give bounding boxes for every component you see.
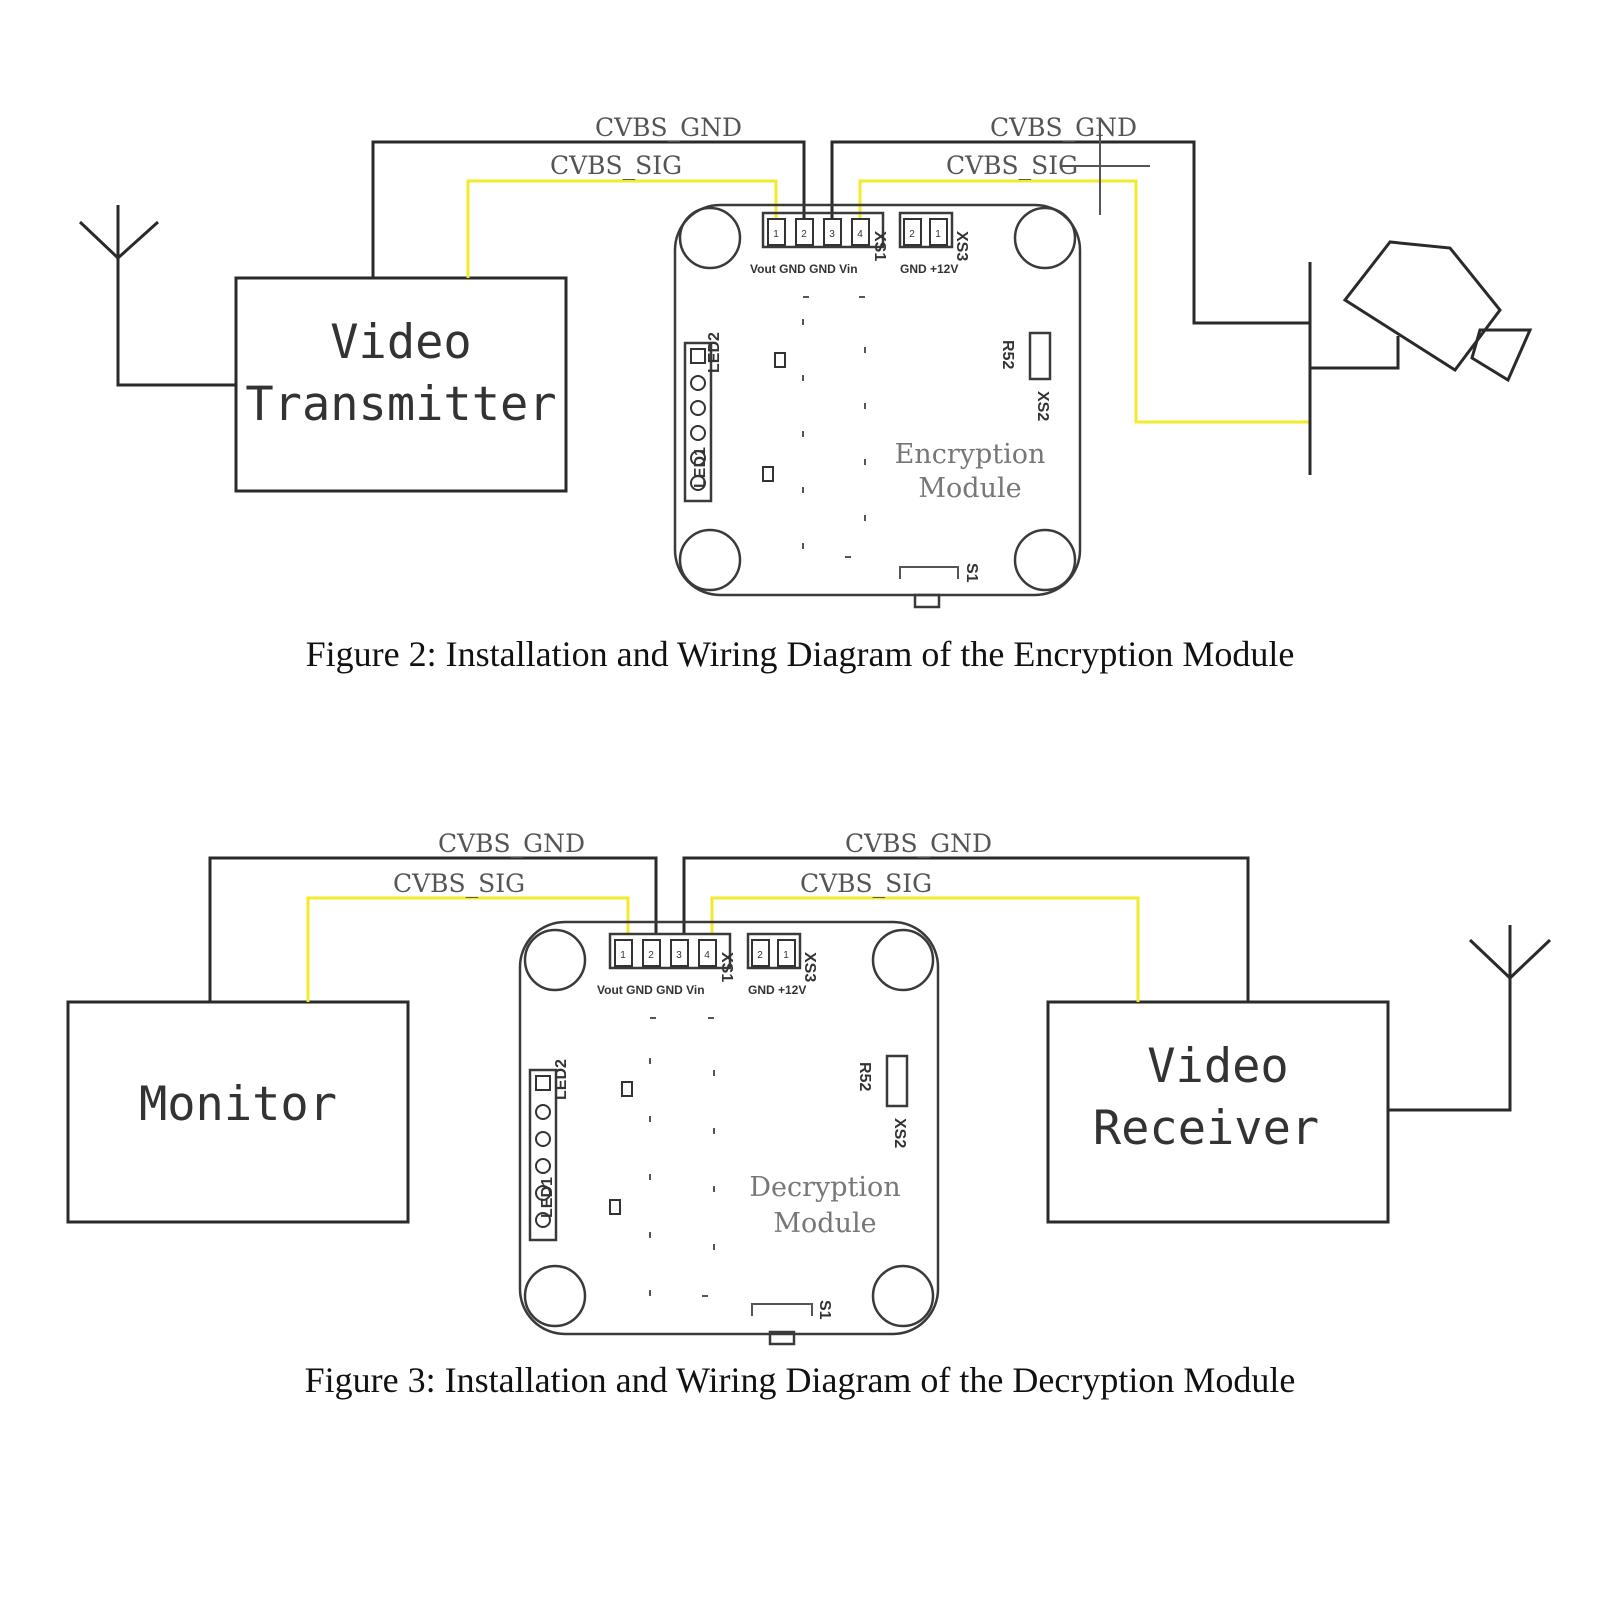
svg-text:2: 2 bbox=[757, 950, 763, 961]
video-transmitter-label-1: Video bbox=[330, 315, 471, 370]
s1-switch bbox=[751, 1303, 813, 1316]
figure-2-caption: Figure 2: Installation and Wiring Diagra… bbox=[306, 634, 1295, 674]
svg-text:4: 4 bbox=[704, 950, 710, 961]
s1-label: S1 bbox=[963, 563, 980, 583]
sig-label-right: CVBS_SIG bbox=[800, 869, 932, 898]
s1-label: S1 bbox=[816, 1300, 833, 1320]
gnd-label-right: CVBS_GND bbox=[990, 113, 1137, 142]
xs2-connector bbox=[885, 1054, 909, 1108]
video-transmitter-label-2: Transmitter bbox=[245, 377, 556, 432]
led1-label: LED1 bbox=[692, 447, 709, 488]
svg-text:2: 2 bbox=[909, 229, 915, 240]
xs2-connector bbox=[1028, 331, 1052, 381]
video-receiver-label-1: Video bbox=[1147, 1039, 1288, 1094]
xs3-header bbox=[746, 932, 802, 970]
video-receiver-label-2: Receiver bbox=[1093, 1101, 1319, 1156]
svg-text:2: 2 bbox=[801, 229, 807, 240]
xs1-header bbox=[608, 932, 732, 970]
xs3-label: XS3 bbox=[801, 952, 818, 982]
svg-text:1: 1 bbox=[773, 229, 779, 240]
decryption-module-label-1: Decryption bbox=[749, 1172, 900, 1203]
led1-label: LED1 bbox=[539, 1177, 556, 1218]
sig-label-left: CVBS_SIG bbox=[393, 869, 525, 898]
sig-wire-left bbox=[306, 896, 630, 1002]
pcb-outline bbox=[673, 203, 1082, 597]
xs2-label: XS2 bbox=[1034, 391, 1051, 421]
gnd-label-left: CVBS_GND bbox=[438, 829, 585, 858]
xs3-label: XS3 bbox=[953, 231, 970, 261]
monitor-label: Monitor bbox=[139, 1077, 337, 1132]
xs2-label: XS2 bbox=[891, 1118, 908, 1148]
xs1-label: XS1 bbox=[718, 952, 735, 982]
pcb-outline bbox=[518, 920, 940, 1336]
svg-text:4: 4 bbox=[857, 229, 863, 240]
video-receiver-box bbox=[1046, 1000, 1390, 1224]
sig-wire-right bbox=[710, 896, 1140, 1002]
s1-switch bbox=[899, 566, 959, 579]
svg-text:3: 3 bbox=[829, 229, 835, 240]
encryption-module-label-2: Module bbox=[918, 473, 1021, 504]
figure-3-caption: Figure 3: Installation and Wiring Diagra… bbox=[305, 1360, 1296, 1400]
gnd-wire-left bbox=[371, 140, 806, 278]
svg-text:1: 1 bbox=[935, 229, 941, 240]
gnd-label-right: CVBS_GND bbox=[845, 829, 992, 858]
xs1-label: XS1 bbox=[871, 231, 888, 261]
figure-2-encryption: Video Transmitter CVBS_GND CVBS_SIG CVBS… bbox=[78, 113, 1533, 674]
decryption-module-label-2: Module bbox=[773, 1208, 876, 1239]
monitor-box bbox=[66, 1000, 410, 1224]
xs1-pin-labels: Vout GND GND Vin bbox=[597, 983, 705, 997]
svg-text:1: 1 bbox=[620, 950, 626, 961]
decryption-module-board: 1 2 3 4 XS1 2 1 XS3 Vout GND GND Vin GND… bbox=[518, 920, 940, 1346]
encryption-module-board: 1 2 3 4 XS1 2 1 XS3 Vout GND GND Vin GND… bbox=[673, 203, 1082, 609]
gnd-wire-right bbox=[682, 856, 1250, 1002]
video-transmitter-box bbox=[234, 276, 568, 493]
svg-text:1: 1 bbox=[783, 950, 789, 961]
xs1-header bbox=[761, 211, 885, 249]
xs3-pin-labels: GND +12V bbox=[748, 983, 806, 997]
gnd-wire-left bbox=[208, 856, 658, 1002]
r52-label: R52 bbox=[999, 340, 1016, 369]
sig-label-right: CVBS_SIG bbox=[946, 151, 1078, 180]
r52-label: R52 bbox=[856, 1062, 873, 1091]
led2-label: LED2 bbox=[553, 1059, 570, 1100]
svg-text:3: 3 bbox=[676, 950, 682, 961]
programming-header bbox=[683, 341, 713, 503]
antenna-icon bbox=[78, 205, 236, 387]
sig-wire-right bbox=[858, 179, 1310, 424]
sig-label-left: CVBS_SIG bbox=[550, 151, 682, 180]
video-camera-icon bbox=[1308, 240, 1533, 475]
xs1-pin-labels: Vout GND GND Vin bbox=[750, 262, 858, 276]
figure-3-decryption: Monitor Video Receiver CVBS_GND CVBS_SIG… bbox=[66, 829, 1552, 1400]
led2-label: LED2 bbox=[706, 332, 723, 373]
encryption-module-label-1: Encryption bbox=[895, 439, 1046, 470]
antenna-icon bbox=[1388, 925, 1552, 1112]
programming-header bbox=[528, 1068, 558, 1242]
svg-text:2: 2 bbox=[648, 950, 654, 961]
gnd-wire-right bbox=[830, 140, 1310, 325]
xs3-pin-labels: GND +12V bbox=[900, 262, 958, 276]
xs3-header bbox=[898, 211, 954, 249]
gnd-label-left: CVBS_GND bbox=[595, 113, 742, 142]
sig-wire-left bbox=[466, 179, 778, 278]
